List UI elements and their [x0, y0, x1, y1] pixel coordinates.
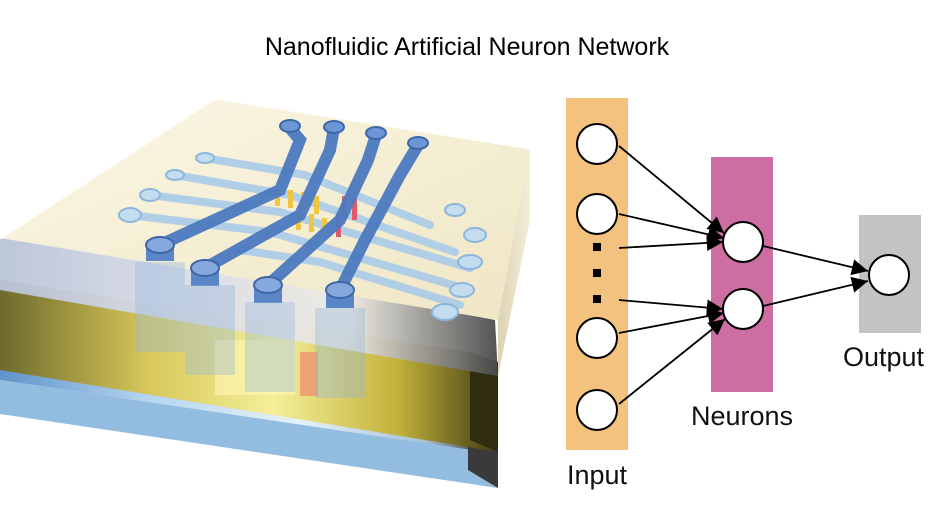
arrow-ellipsis-neuron2 — [618, 299, 724, 316]
arrow-neuron2-output — [762, 276, 869, 307]
blue-top-ports — [279, 119, 429, 150]
glass-block-side — [498, 148, 530, 376]
substrate-layer-bottom — [0, 380, 498, 488]
input-node — [576, 389, 618, 431]
input-layer-label: Input — [567, 460, 628, 490]
blue-channels — [154, 122, 424, 296]
arrow-input4-neuron2 — [618, 318, 726, 405]
arrow-input1-neuron1 — [618, 145, 725, 234]
arrow-input3-neuron2 — [618, 308, 725, 334]
input-node — [576, 193, 618, 235]
neuron-nodes — [722, 221, 764, 330]
gold-highlight — [215, 340, 295, 395]
figure-title: Nanofluidic Artificial Neuron Network — [265, 33, 670, 61]
glass-edge-highlight — [0, 96, 531, 240]
neuron-layer-label: Neurons — [691, 401, 793, 431]
neuron-layer-bar — [711, 157, 773, 392]
arrow-neuron1-output — [762, 245, 869, 276]
channel-pillars — [135, 262, 365, 398]
arrow-input2-neuron1 — [618, 213, 725, 243]
device-illustration — [0, 96, 531, 488]
output-layer-label: Output — [843, 342, 925, 372]
input-ellipsis — [593, 243, 601, 303]
connection-arrows — [618, 145, 869, 405]
input-node — [576, 123, 618, 165]
glass-block-front — [0, 238, 498, 376]
arrow-ellipsis-neuron1 — [618, 234, 724, 252]
input-node — [576, 317, 618, 359]
gold-layer-side — [470, 352, 498, 452]
neuron-node — [722, 221, 764, 263]
input-nodes — [576, 123, 618, 431]
light-blue-ports — [118, 152, 487, 321]
neuron-node — [722, 288, 764, 330]
network-diagram: Input Neurons Output — [566, 98, 925, 490]
red-highlight — [300, 352, 318, 396]
output-node — [868, 254, 910, 296]
blue-bottom-ports — [145, 236, 355, 308]
